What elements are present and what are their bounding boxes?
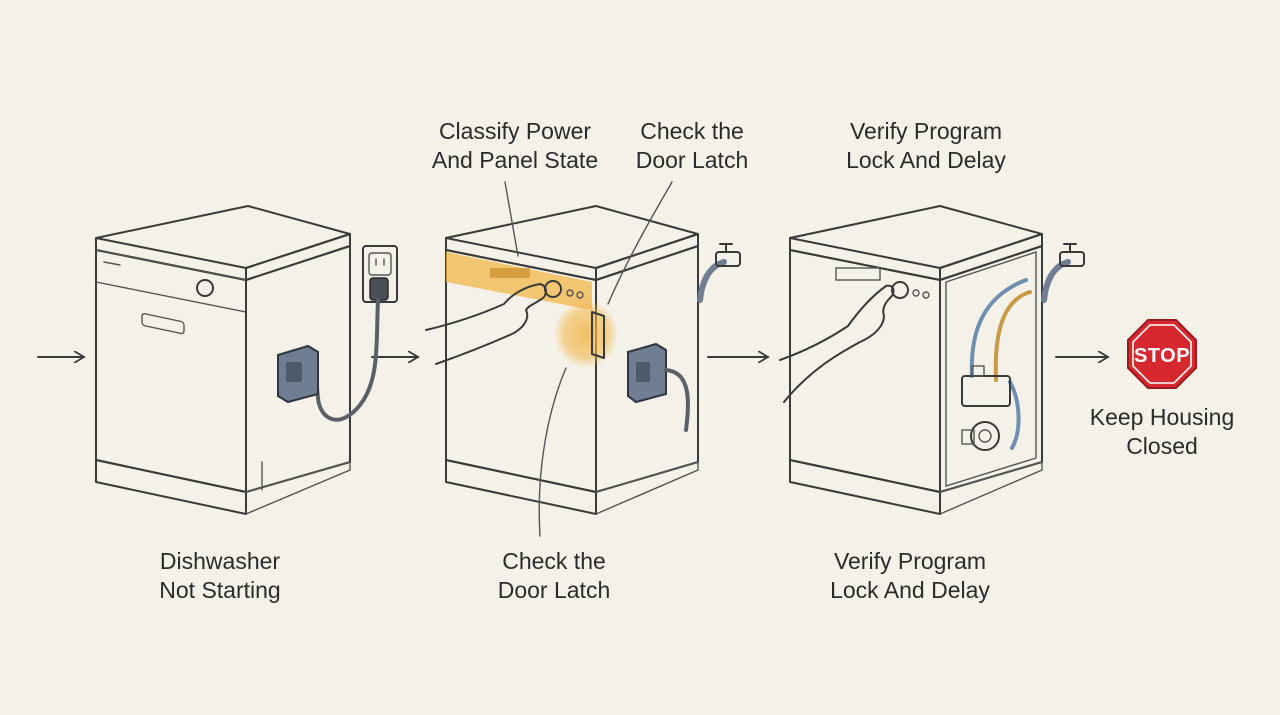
- label-verify-program-top: Verify Program Lock And Delay: [846, 118, 1006, 173]
- junction-box-icon: [277, 344, 319, 404]
- label-classify-power: Classify Power And Panel State: [431, 118, 599, 173]
- stop-sign-text: STOP: [1134, 345, 1190, 367]
- junction-box-icon: [627, 342, 690, 432]
- dishwasher-illustration-1: [95, 205, 351, 515]
- label-check-latch-bottom: Check the Door Latch: [497, 548, 611, 603]
- dishwasher-illustration-2: [445, 205, 699, 515]
- label-check-latch-top: Check the Door Latch: [635, 118, 749, 173]
- water-valve-icon: [697, 243, 741, 303]
- label-dishwasher-not-starting: Dishwasher Not Starting: [159, 548, 281, 603]
- leader-line-classify: [504, 181, 519, 257]
- leader-line-latch-top: [607, 181, 673, 305]
- hand-icon: [425, 283, 547, 365]
- wall-outlet-icon: [362, 245, 398, 303]
- label-keep-housing-closed: Keep Housing Closed: [1089, 404, 1235, 459]
- dishwasher-illustration-3: [789, 205, 1043, 515]
- water-valve-icon: [1041, 243, 1085, 303]
- hand-icon: [779, 284, 895, 403]
- leader-line-latch-bottom: [538, 367, 567, 537]
- power-cord: [312, 298, 380, 422]
- stop-sign-icon: STOP: [1127, 319, 1197, 389]
- label-verify-program-bottom: Verify Program Lock And Delay: [830, 548, 990, 603]
